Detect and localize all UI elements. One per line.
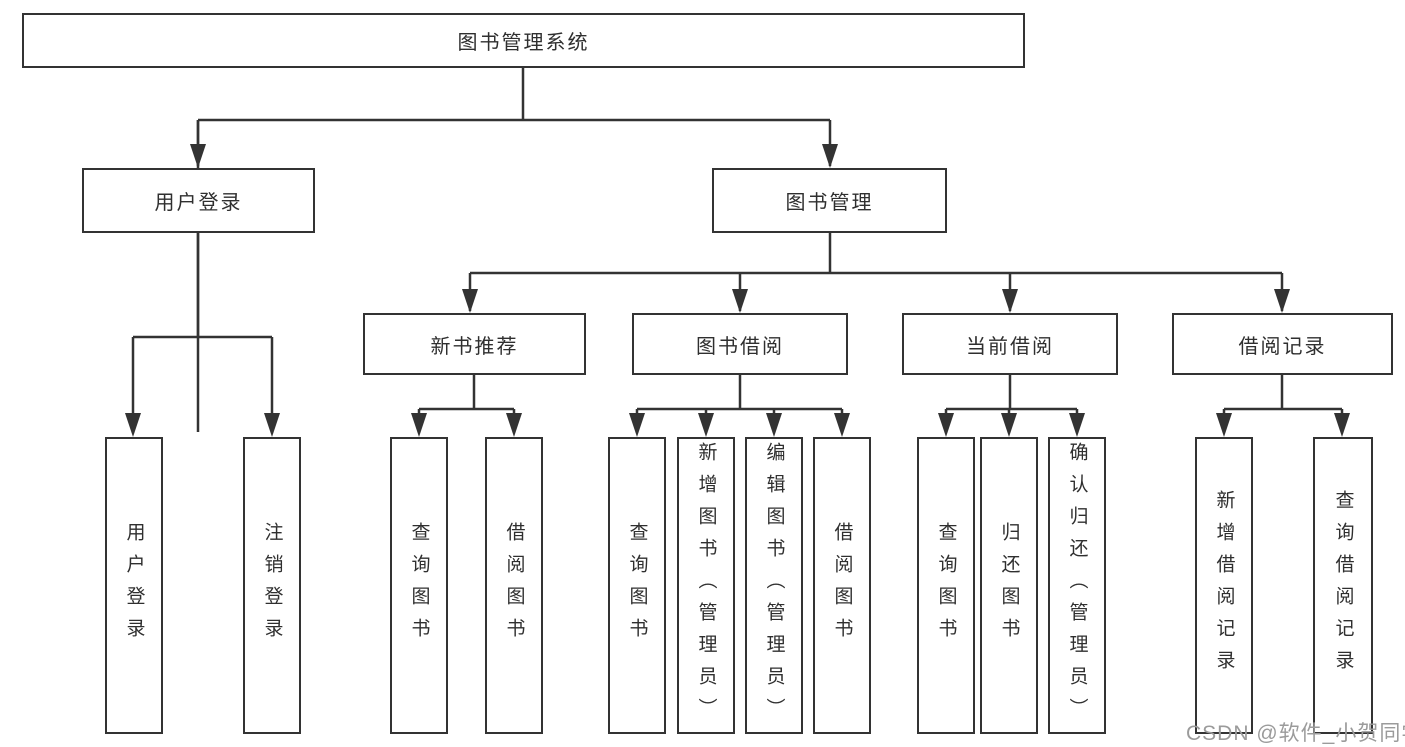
node-root: 图书管理系统 bbox=[22, 13, 1025, 68]
leaf-query-books-recommend-label: 查询图书 bbox=[408, 521, 430, 650]
node-borrow-records: 借阅记录 bbox=[1172, 313, 1393, 375]
leaf-add-books-admin-label: 新增图书（管理员） bbox=[695, 441, 717, 730]
leaf-return-books-label: 归还图书 bbox=[998, 521, 1020, 650]
leaf-query-books-recommend: 查询图书 bbox=[390, 437, 448, 734]
leaf-borrow-books-recommend: 借阅图书 bbox=[485, 437, 543, 734]
leaf-logout-label: 注销登录 bbox=[261, 521, 283, 650]
leaf-return-books: 归还图书 bbox=[980, 437, 1038, 734]
leaf-query-borrow-record-label: 查询借阅记录 bbox=[1332, 489, 1354, 682]
leaf-edit-books-admin-label: 编辑图书（管理员） bbox=[763, 441, 785, 730]
leaf-query-books-borrow: 查询图书 bbox=[608, 437, 666, 734]
leaf-borrow-books-label: 借阅图书 bbox=[831, 521, 853, 650]
node-user-login: 用户登录 bbox=[82, 168, 315, 233]
leaf-query-books-current-label: 查询图书 bbox=[935, 521, 957, 650]
leaf-logout: 注销登录 bbox=[243, 437, 301, 734]
leaf-borrow-books-recommend-label: 借阅图书 bbox=[503, 521, 525, 650]
leaf-confirm-return-admin-label: 确认归还（管理员） bbox=[1066, 441, 1088, 730]
node-book-borrow: 图书借阅 bbox=[632, 313, 848, 375]
leaf-user-login: 用户登录 bbox=[105, 437, 163, 734]
leaf-query-books-current: 查询图书 bbox=[917, 437, 975, 734]
node-root-label: 图书管理系统 bbox=[457, 32, 590, 54]
leaf-user-login-label: 用户登录 bbox=[123, 521, 145, 650]
node-book-management: 图书管理 bbox=[712, 168, 947, 233]
node-user-login-label: 用户登录 bbox=[154, 192, 243, 214]
node-new-book-recommend-label: 新书推荐 bbox=[430, 335, 519, 358]
leaf-query-books-borrow-label: 查询图书 bbox=[626, 521, 648, 650]
node-current-borrow-label: 当前借阅 bbox=[966, 335, 1054, 358]
leaf-borrow-books: 借阅图书 bbox=[813, 437, 871, 734]
leaf-query-borrow-record: 查询借阅记录 bbox=[1313, 437, 1373, 734]
leaf-add-borrow-record-label: 新增借阅记录 bbox=[1213, 489, 1235, 682]
leaf-confirm-return-admin: 确认归还（管理员） bbox=[1048, 437, 1106, 734]
node-borrow-records-label: 借阅记录 bbox=[1238, 335, 1327, 358]
leaf-add-books-admin: 新增图书（管理员） bbox=[677, 437, 735, 734]
node-book-borrow-label: 图书借阅 bbox=[696, 335, 784, 358]
node-new-book-recommend: 新书推荐 bbox=[363, 313, 586, 375]
leaf-add-borrow-record: 新增借阅记录 bbox=[1195, 437, 1253, 734]
watermark: CSDN @软件_小贺同学 bbox=[1186, 722, 1405, 745]
node-current-borrow: 当前借阅 bbox=[902, 313, 1118, 375]
node-book-management-label: 图书管理 bbox=[785, 192, 874, 214]
leaf-edit-books-admin: 编辑图书（管理员） bbox=[745, 437, 803, 734]
